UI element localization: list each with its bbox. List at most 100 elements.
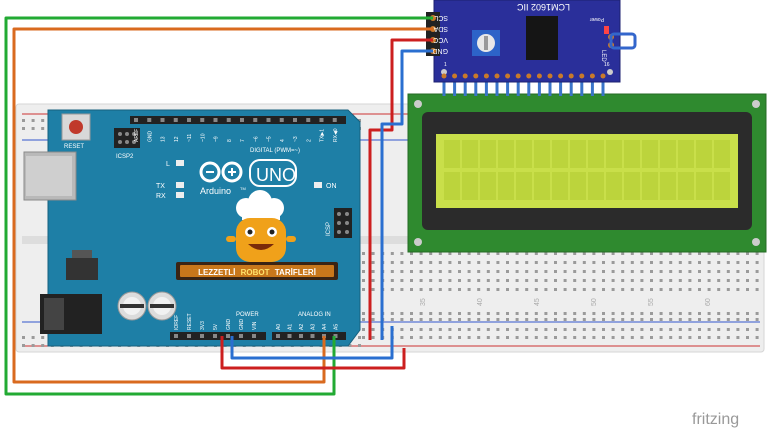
led-tx [176, 182, 184, 188]
led-on [314, 182, 322, 188]
arduino-logo [199, 161, 243, 183]
led-tx-label: TX [156, 183, 165, 190]
uno-badge [249, 159, 297, 187]
led-rx [176, 192, 184, 198]
wire-blue-gnd [380, 49, 433, 340]
digital-pin-label: TX▶1 [320, 129, 326, 142]
banner-text-b: ROBOT [241, 268, 270, 277]
module-title: LCM1602 IIC [516, 2, 570, 12]
digital-pin-label: ~9 [214, 136, 220, 142]
power-analog-pin-label: IOREF [174, 315, 180, 330]
column-number: 60 [705, 298, 712, 306]
column-number: 55 [648, 298, 655, 306]
power-analog-pin-label: RESET [187, 313, 193, 330]
power-analog-pin-label: A5 [334, 324, 340, 330]
digital-pins [134, 118, 337, 122]
module-power-label: Power [589, 16, 604, 22]
power-led [604, 26, 609, 34]
lcd-1602-display [407, 82, 767, 253]
wires [4, 16, 433, 396]
digital-pin-label: ~5 [267, 136, 273, 142]
arduino-tm: TM [240, 186, 246, 191]
power-analog-pin-labels: IOREF RESET 3V3 5V GND GND VIN A0 A1 A2 A3 A4 A5 [174, 313, 340, 330]
wire-green-scl [4, 16, 433, 396]
fritzing-watermark: fritzing [692, 411, 739, 428]
power-analog-pin-label: A2 [299, 324, 305, 330]
module-pin-last: 16 [604, 62, 610, 68]
module-pins [441, 73, 606, 79]
power-label: POWER [236, 312, 259, 318]
digital-pin-label: ~3 [293, 136, 299, 142]
chef-mascot-icon [226, 190, 296, 262]
pcf8574-chip [526, 16, 558, 60]
arduino-model: UNO [256, 165, 296, 185]
wire-blue-gnd-board [230, 326, 394, 360]
digital-pin-label: AREF [134, 129, 140, 142]
pin-gnd: GND [432, 47, 448, 54]
column-number: 35 [420, 298, 427, 306]
capacitor-icon [117, 291, 147, 321]
icsp2-header [114, 128, 140, 148]
digital-pin-label: 7 [240, 139, 246, 142]
pin-sda: SDA [433, 25, 448, 32]
pin-scl: SCL [434, 14, 448, 21]
power-header [170, 332, 266, 340]
breadboard-column-numbers: 35 40 45 50 55 60 [420, 298, 712, 306]
icsp-header [334, 208, 352, 238]
module-pin-first: 1 [444, 62, 447, 68]
module-led-label: LED [600, 50, 606, 62]
power-analog-pin-label: A4 [322, 324, 328, 330]
digital-pin-label: 2 [306, 139, 312, 142]
digital-pin-label: 4 [280, 139, 286, 142]
on-label: ON [326, 183, 337, 190]
power-analog-pin-label: GND [226, 319, 232, 331]
led-l-label: L [166, 161, 170, 168]
led-jumper [608, 32, 637, 50]
led-l [176, 160, 184, 166]
icsp2-label: ICSP2 [116, 154, 134, 160]
analog-label: ANALOG IN [298, 312, 331, 318]
wire-red-vcc [368, 38, 433, 340]
digital-pin-labels: AREF GND 13 12 ~11 ~10 ~9 8 7 ~6 ~5 4 ~3 2 TX▶1 RX◀0 [134, 128, 339, 142]
arduino-brand: Arduino [200, 186, 231, 196]
power-analog-pin-label: GND [239, 319, 245, 331]
digital-pin-label: ~11 [187, 134, 193, 142]
digital-pin-label: 13 [161, 136, 167, 142]
lcd-character-cells [444, 140, 730, 200]
digital-pin-label: ~6 [253, 136, 259, 142]
capacitor-icon [147, 291, 177, 321]
lcd-pins [442, 82, 605, 96]
power-analog-pin-label: A3 [311, 324, 317, 330]
column-number: 50 [591, 298, 598, 306]
digital-pin-label: GND [147, 131, 153, 143]
wire-red-5v [220, 336, 406, 370]
digital-pin-label: 8 [227, 139, 233, 142]
digital-header [130, 116, 346, 124]
pin-vcc: VCC [433, 36, 448, 43]
column-number: 40 [477, 298, 484, 306]
banner-text-c: TARİFLERİ [275, 268, 316, 277]
i2c-backpack-module: SCL SDA VCC GND LCM1602 IIC Power LED 1 … [426, 0, 637, 83]
reset-label: RESET [64, 144, 84, 150]
power-analog-pin-label: VIN [252, 321, 258, 330]
svg-text:LEZZETLİ ROBOT: LEZZETLİ ROBOT TARİFLERİ [198, 268, 316, 277]
voltage-regulator [66, 258, 98, 280]
banner-text-a: LEZZETLİ [198, 268, 235, 277]
power-analog-pin-label: 3V3 [200, 321, 206, 330]
digital-pin-label: 12 [174, 136, 180, 142]
logo-banner: LEZZETLİ ROBOT TARİFLERİ [176, 262, 338, 280]
digital-pin-label: RX◀0 [333, 128, 339, 142]
digital-label: DIGITAL (PWM=~) [250, 148, 300, 154]
potentiometer-icon [472, 30, 500, 56]
analog-header [272, 332, 346, 340]
led-rx-label: RX [156, 193, 166, 200]
digital-pin-label: ~10 [200, 133, 206, 142]
power-analog-pin-label: A0 [276, 324, 282, 330]
column-number: 45 [534, 298, 541, 306]
power-analog-pin-label: 5V [213, 323, 219, 330]
power-analog-pin-label: A1 [288, 324, 294, 330]
icsp-label: ICSP [326, 222, 332, 236]
